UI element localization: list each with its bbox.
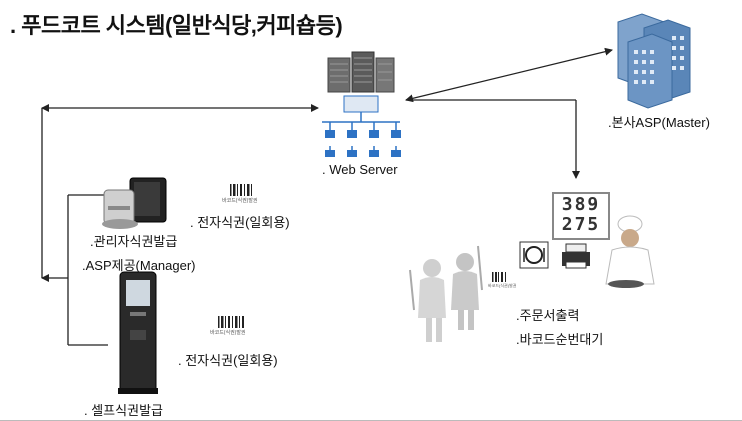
self-issue-label: . 셀프식권발급 (84, 403, 163, 418)
asp-provide-label: .ASP제공(Manager) (82, 258, 196, 273)
diners-icon (409, 245, 483, 342)
plate-icon (519, 241, 549, 269)
barcode-caption-bottom: 바코드(식권)발권 (210, 330, 246, 336)
barcode-caption-right: 바코드(식권)발권 (488, 283, 517, 288)
diagram-title: . 푸드코트 시스템(일반식당,커피숍등) (10, 13, 343, 38)
queue-number-display: 389 275 (552, 192, 610, 240)
barcode-queue-label: .바코드순번대기 (516, 332, 604, 347)
manager-issue-label: .관리자식권발급 (90, 234, 178, 249)
order-print-label: .주문서출력 (516, 308, 580, 323)
barcode-caption-top: 바코드(식권)발권 (222, 198, 258, 204)
printer-icon (562, 243, 590, 269)
link-server-hq (405, 47, 613, 103)
web-server-label: . Web Server (322, 162, 398, 177)
hq-label: .본사ASP(Master) (608, 115, 710, 130)
e-ticket-bottom-label: . 전자식권(일회용) (178, 353, 278, 368)
display-number-2: 275 (561, 214, 601, 235)
e-ticket-top-label: . 전자식권(일회용) (190, 215, 290, 230)
chef-icon (605, 215, 655, 288)
display-number-1: 389 (561, 194, 601, 215)
